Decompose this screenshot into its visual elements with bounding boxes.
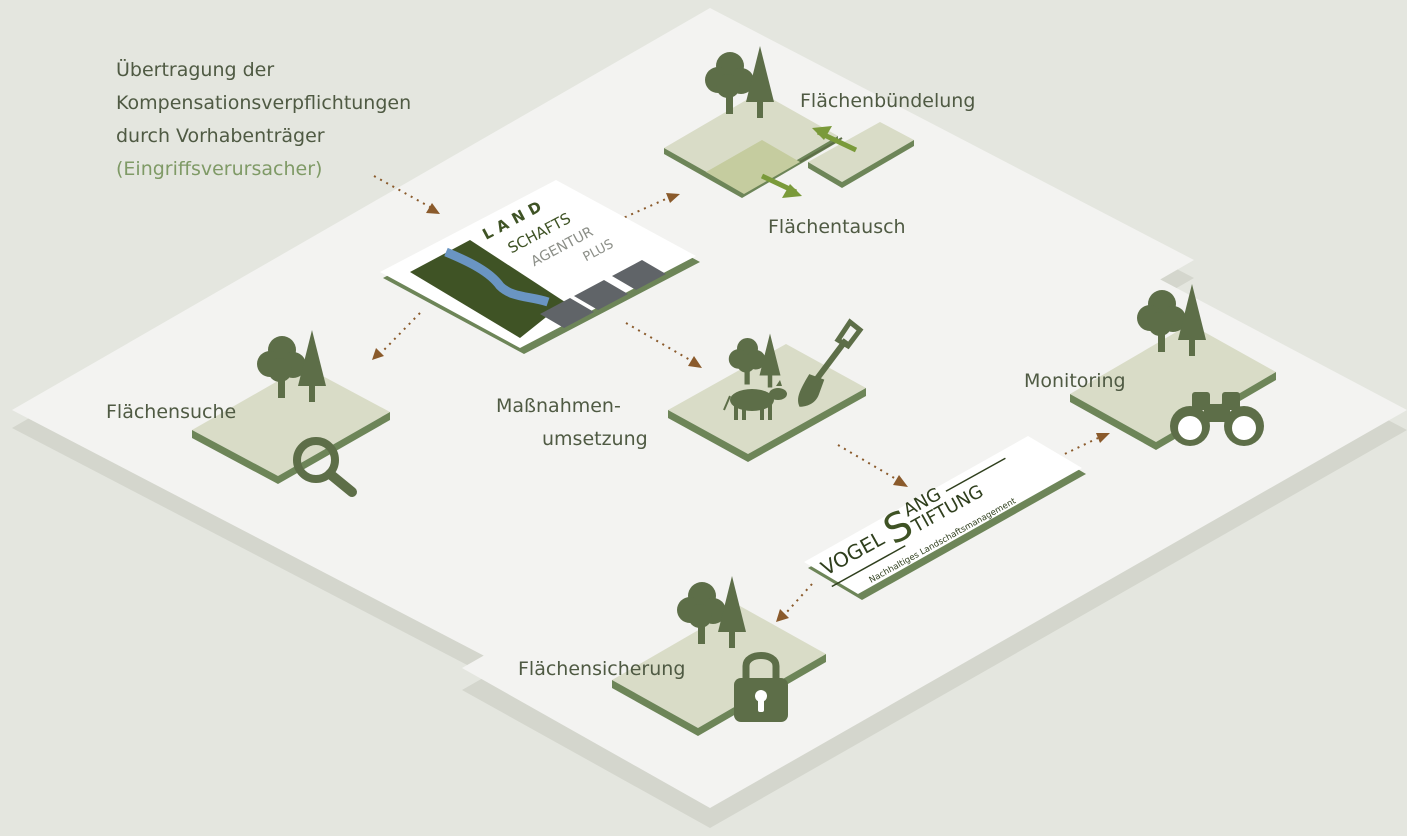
platform-main — [12, 8, 1194, 680]
label-tausch: Flächentausch — [768, 216, 906, 238]
label-suche: Flächensuche — [106, 401, 236, 423]
landschaftsagentur-logo: LAND SCHAFTS AGENTUR PLUS — [380, 180, 700, 354]
intro-line-2: Kompensationsverpflichtungen — [116, 92, 411, 114]
label-monitoring: Monitoring — [1024, 370, 1126, 392]
exchange-arrows — [760, 126, 858, 198]
label-massnahmen-2: umsetzung — [542, 428, 648, 450]
label-sicherung: Flächensicherung — [518, 658, 685, 680]
padlock-icon — [734, 652, 788, 722]
tile-suche — [192, 330, 390, 497]
magnifier-icon — [293, 437, 357, 497]
binoculars-icon — [1170, 392, 1264, 446]
intro-line-4: (Eingriffsverursacher) — [116, 158, 322, 180]
tile-buendelung — [664, 46, 914, 198]
tile-monitoring — [1070, 284, 1276, 450]
tile-sicherung — [612, 576, 826, 736]
intro-text: Übertragung der Kompensationsverpflichtu… — [116, 58, 411, 180]
connector-arrows — [373, 175, 1099, 614]
cow-icon — [723, 380, 787, 420]
shovel-icon — [798, 318, 864, 407]
tile-massnahmen — [668, 318, 866, 462]
intro-line-1: Übertragung der — [116, 58, 274, 81]
vogelsang-logo: VOGEL S ANG TIFTUNG Nachhaltiges Landsch… — [804, 436, 1086, 600]
label-massnahmen-1: Maßnahmen- — [496, 395, 621, 417]
connector-arrowheads — [372, 193, 1110, 622]
label-buendelung: Flächenbündelung — [800, 90, 975, 112]
intro-line-3: durch Vorhabenträger — [116, 125, 325, 147]
